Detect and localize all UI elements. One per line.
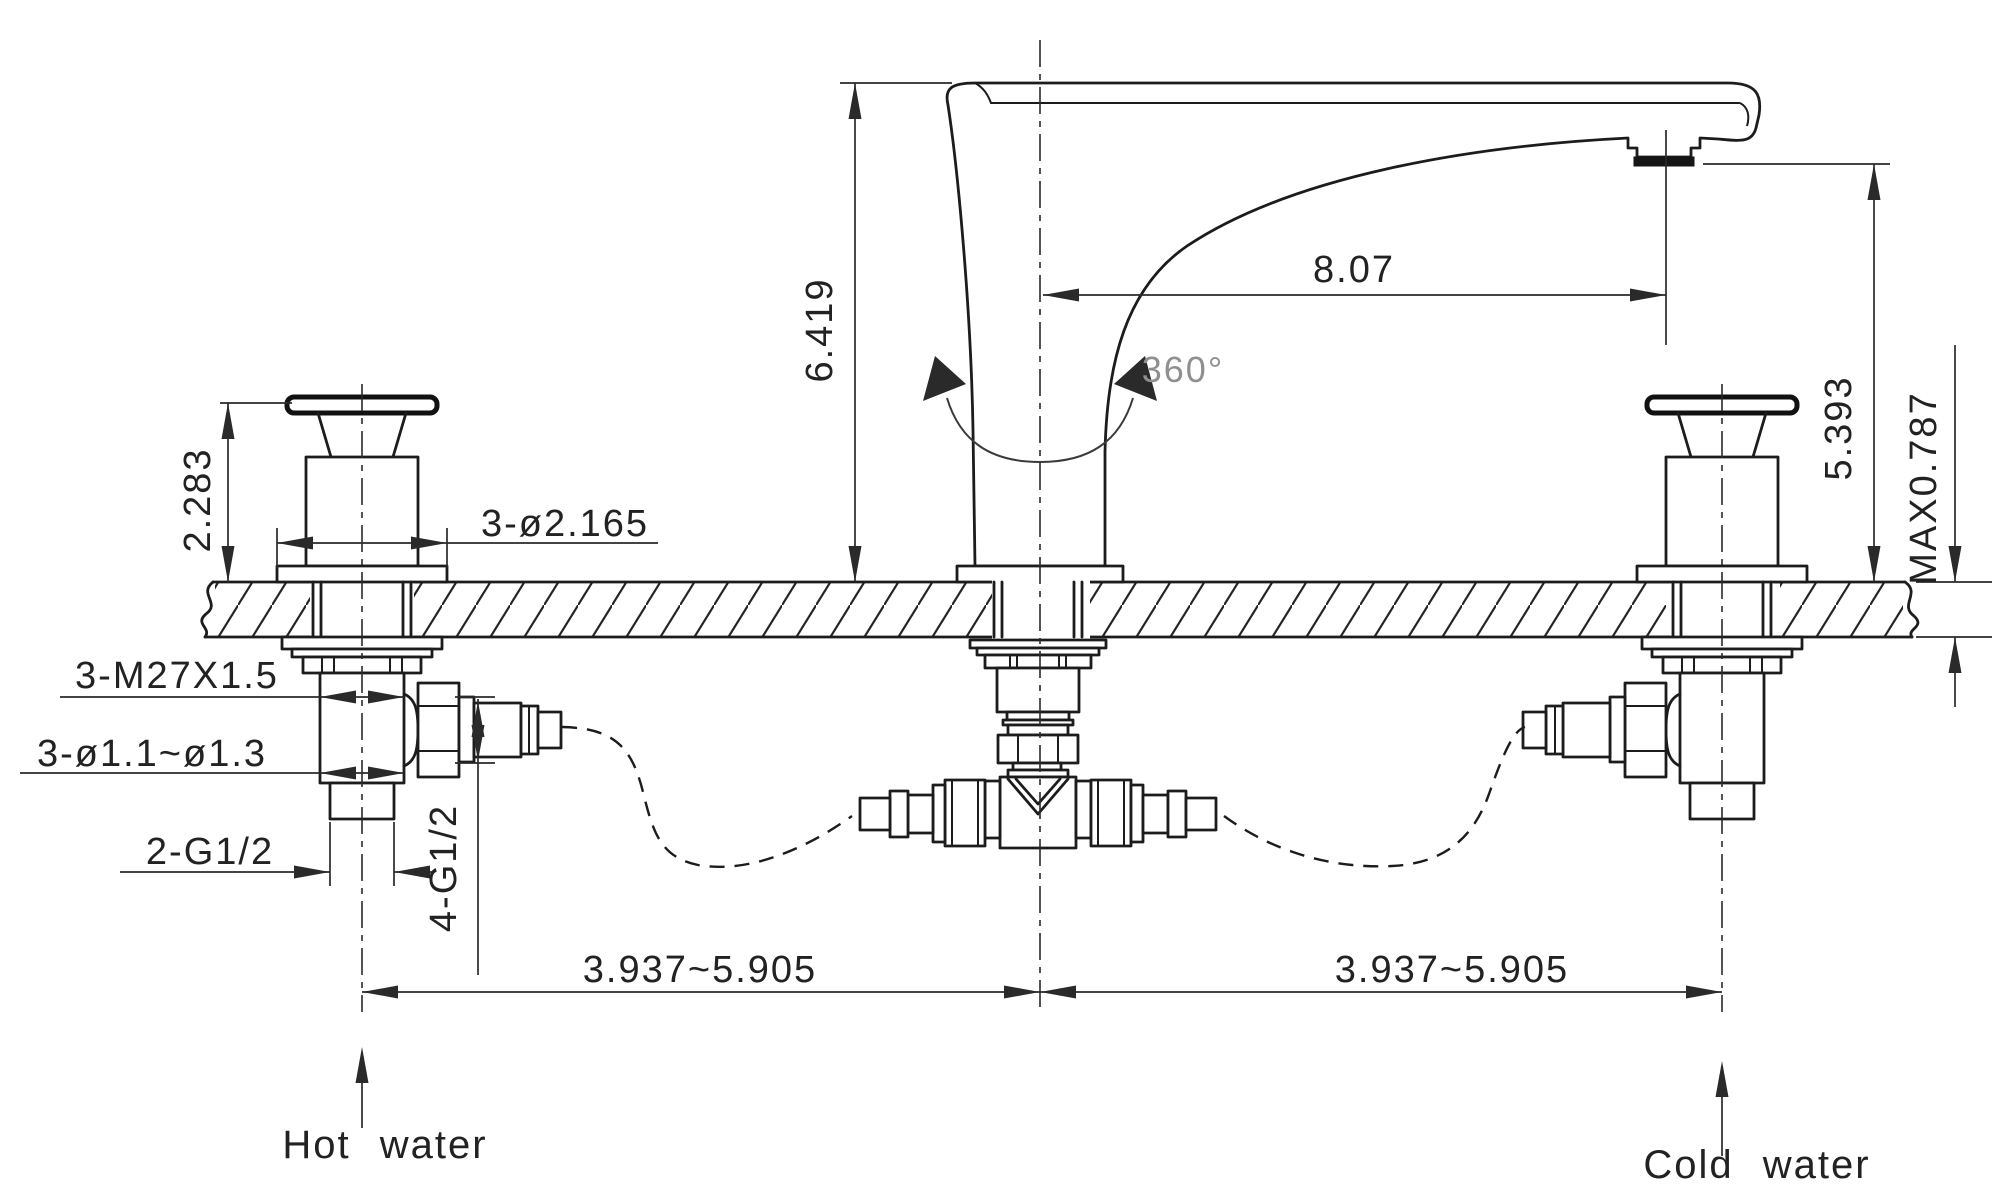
arrowhead-icon [221,403,235,439]
arrowhead-icon [277,536,313,550]
centerlines [361,40,1723,1012]
dimension-arrows [221,83,1962,1097]
dim-center-spacing-right: 3.937~5.905 [1335,949,1569,991]
dim-handle-height: 2.283 [177,447,219,552]
dim-spout-reach: 8.07 [1313,249,1395,291]
counter-break-left [200,580,215,639]
arrowhead-icon [1867,164,1881,200]
label-hot-water: Hot water [282,1123,487,1167]
arrowhead-icon [848,83,862,119]
label-bottom-connection: 2-G1/2 [146,831,274,873]
annotations: 2.283 3-ø2.165 3-M27X1.5 3-ø1.1~ø1.3 2-G… [37,249,1945,1187]
arrowhead-icon [320,690,356,704]
arrowhead-icon [320,766,356,780]
swivel-arc [923,356,1157,464]
t-cone [1006,777,1070,816]
arrowhead-icon [1867,546,1881,582]
t-connector-assembly [858,580,1218,850]
arrowhead-icon [221,546,235,582]
arrowhead-icon [368,766,404,780]
arrowhead-icon [848,546,862,582]
arrowhead-icon [1686,985,1722,999]
counter-break-right [1903,580,1920,639]
label-inlet-diameter: 3-ø1.1~ø1.3 [37,733,267,775]
arrowhead-icon [394,865,430,879]
dim-max-deck-thickness: MAX0.787 [1903,391,1945,584]
label-hose-connection: 4-G1/2 [423,804,465,932]
aerator [1633,156,1695,167]
arrowhead-icon [1948,546,1962,582]
label-swivel-angle: 360° [1142,349,1224,390]
supply-hoses [561,725,1526,869]
label-cold-water: Cold water [1643,1143,1870,1187]
arrowhead-icon [1630,288,1666,302]
arrowhead-icon [294,865,330,879]
arrowhead-icon [471,725,485,761]
arrowhead-icon [362,985,398,999]
center-spout [945,81,1762,584]
arrowhead-icon [1043,288,1079,302]
label-shank-thread: 3-M27X1.5 [75,655,279,697]
swivel-arrow-left-icon [923,356,966,401]
dim-spout-height: 6.419 [799,277,841,382]
arrowhead-icon [355,1047,369,1083]
label-escutcheon-diameter: 3-ø2.165 [481,503,649,545]
arrowhead-icon [368,690,404,704]
arrowhead-icon [1040,985,1076,999]
dim-center-spacing-left: 3.937~5.905 [583,949,817,991]
arrowhead-icon [1715,1061,1729,1097]
arrowhead-icon [411,536,447,550]
swivel-arrow-right-icon [1114,356,1157,401]
arrowhead-icon [1948,637,1962,673]
dim-outlet-height: 5.393 [1818,375,1860,480]
arrowhead-icon [1004,985,1040,999]
